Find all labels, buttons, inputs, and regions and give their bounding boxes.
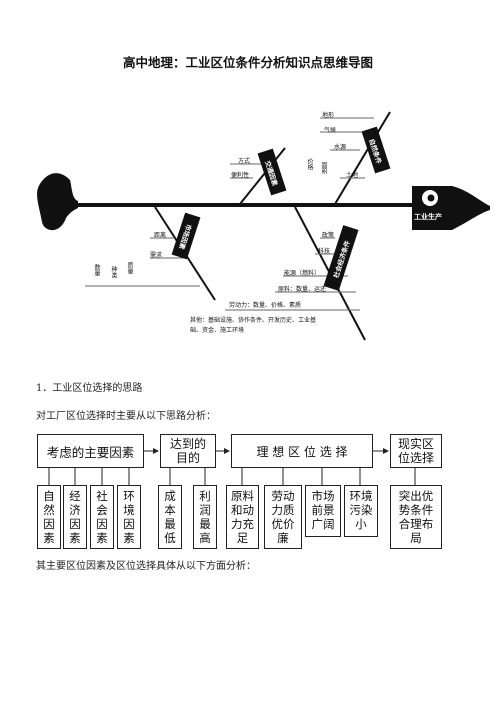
factor-box: 环境因素 — [117, 485, 141, 549]
natural-item: 气候 — [324, 127, 337, 134]
section-intro: 对工厂区位选择时主要从以下思路分析： — [36, 411, 216, 422]
goal-box: 利润最高 — [193, 485, 217, 549]
fish-spine — [75, 203, 415, 207]
social-item: 科技 — [318, 248, 331, 255]
social-item: 劳动力：数量、价格、素质 — [229, 302, 302, 309]
ideal-box: 市场前景广阔 — [305, 485, 341, 537]
ideal-box: 原料和动力充足 — [226, 485, 259, 549]
bone-transport — [239, 147, 286, 205]
fishbone-skeleton — [37, 111, 490, 341]
bone-natural — [334, 111, 391, 205]
transport-item: 便利性 — [231, 172, 250, 179]
market-item: 距离 — [154, 232, 167, 239]
market-vertical-item: 种类 — [110, 266, 117, 278]
market-vertical-item: 数量 — [93, 264, 100, 276]
flow-step4: 现实区位选择 — [390, 434, 442, 468]
section-footer: 其主要区位因素及区位选择具体从以下方面分析： — [36, 561, 256, 572]
market-vertical-item: 质量 — [126, 262, 133, 274]
fish-tail — [37, 173, 78, 231]
flow-step1: 考虑的主要因素 — [37, 434, 144, 468]
page-title: 高中地理：工业区位条件分析知识点思维导图 — [122, 55, 373, 70]
natural-item: 地形 — [322, 112, 335, 119]
goal-box: 成本最低 — [158, 485, 182, 549]
factor-box: 自然因素 — [37, 485, 61, 549]
market-item: 需求 — [150, 252, 163, 259]
factor-box: 社会因素 — [90, 485, 114, 549]
social-other: 其他：基础设施、协作条件、开发历史、工业基础、资金、施工环境 — [190, 317, 317, 334]
social-item: 能源（燃料） — [284, 270, 321, 277]
social-item: 原料：数量、运还 — [278, 286, 327, 293]
natural-item: 水源 — [334, 144, 347, 151]
section-heading: 1．工业区位选择的思路 — [36, 383, 143, 394]
ideal-box: 环境污染小 — [344, 485, 378, 537]
natural-item: 土地 — [346, 172, 359, 179]
flow-step2: 达到的目的 — [160, 434, 216, 468]
transport-item: 方式 — [238, 158, 251, 165]
ideal-box: 劳动力质优价廉 — [264, 485, 302, 549]
factor-box: 经济因素 — [63, 485, 87, 549]
reality-box: 突出优势条件合理布局 — [390, 485, 442, 549]
fish-head-label: 工业生产 — [414, 213, 442, 221]
natural-vertical-item: 价格 — [306, 158, 313, 170]
social-item: 政策 — [322, 232, 335, 239]
natural-vertical-item: 面积 — [320, 162, 327, 174]
flow-step3: 理 想 区 位 选 择 — [231, 434, 373, 468]
